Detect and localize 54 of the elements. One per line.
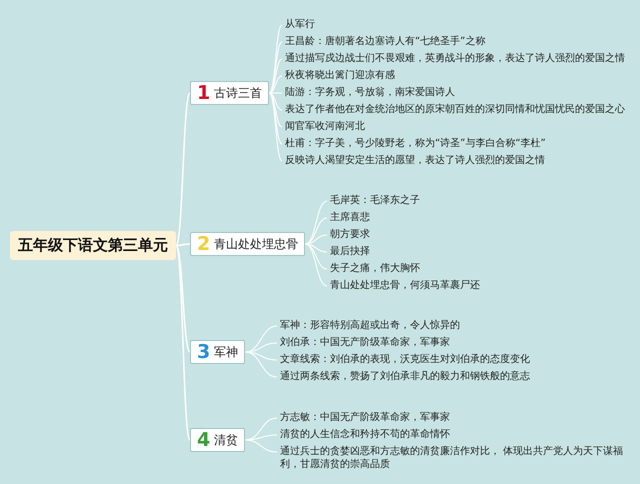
topic-number: 2	[197, 234, 210, 254]
connector-curve	[268, 92, 282, 94]
subtopic-text: 主席喜悲	[330, 211, 370, 224]
connector-curve	[268, 42, 282, 94]
topic-number: 3	[197, 342, 210, 362]
connector-curve	[268, 92, 282, 162]
topic-number: 1	[197, 83, 210, 103]
topic-number: 4	[197, 430, 210, 450]
connector-curve	[244, 352, 278, 378]
connector-curve	[304, 200, 328, 244]
connector-curve	[268, 92, 282, 144]
topic-box	[190, 81, 270, 105]
subtopic-text: 反映诗人渴望安定生活的愿望，表达了诗人强烈的爱国之情	[285, 154, 545, 167]
subtopic-text: 青山处处埋忠骨，何须马革裹尸还	[330, 279, 480, 292]
subtopic-text: 杜甫：字子美，号少陵野老，称为“诗圣”与李白合称“李杜”	[285, 137, 546, 150]
connector-curve	[244, 440, 278, 452]
topic-label: 古诗三首	[214, 84, 262, 102]
subtopic-text: 陆游：字务观，号放翁，南宋爱国诗人	[285, 86, 455, 99]
connector-curve	[244, 326, 278, 352]
subtopic-text: 从军行	[285, 18, 315, 31]
topic-label: 清贫	[214, 432, 238, 448]
subtopic-text: 闻官军收河南河北	[285, 120, 365, 133]
subtopic-text: 表达了作者他在对金统治地区的原宋朝百姓的深切同情和忧国忧民的爱国之心	[285, 103, 625, 116]
subtopic-text: 清贫的人生信念和矜持不苟的革命情怀	[280, 428, 450, 441]
subtopic-text: 通过两条线索，赞扬了刘伯承非凡的毅力和钢铁般的意志	[280, 370, 530, 383]
subtopic-text: 秋夜将晓出篱门迎凉有感	[285, 69, 395, 82]
topic-label: 军神	[214, 344, 238, 360]
topic-box	[190, 428, 246, 452]
branch-line	[176, 243, 190, 246]
subtopic-text: 军神：形容特别高超或出奇，令人惊异的	[280, 319, 460, 332]
connector-curve	[304, 244, 328, 286]
branch-line	[175, 245, 191, 440]
connector-curve	[304, 244, 328, 270]
subtopic-text: 刘伯承：中国无产阶级革命家，军事家	[280, 336, 450, 349]
connector-curve	[268, 58, 282, 94]
central-topic: 五年级下语文第三单元	[10, 231, 176, 260]
branch-line	[175, 245, 191, 352]
connector-curve	[268, 92, 282, 128]
subtopic-text: 朝方要求	[330, 228, 370, 241]
subtopic-text: 王昌龄：唐朝著名边塞诗人有“七绝圣手”之称	[285, 35, 486, 48]
subtopic-text: 通过兵士的贪婪凶恶和方志敏的清贫廉洁作对比， 体现出共产党人为天下谋福利，甘愿清贫的崇高品质	[280, 445, 625, 471]
topic-label: 青山处处埋忠骨	[214, 236, 298, 252]
connector-curve	[268, 76, 282, 94]
topic-box	[190, 232, 306, 256]
connector-curve	[268, 92, 282, 110]
subtopic-text: 最后抉择	[330, 245, 370, 258]
branch-line	[175, 92, 191, 246]
subtopic-text: 通过描写戍边战士们不畏艰难，英勇战斗的形象，表达了诗人强烈的爱国之情	[285, 52, 625, 65]
connector-curve	[268, 24, 282, 94]
subtopic-text: 毛岸英：毛泽东之子	[330, 194, 420, 207]
topic-box	[190, 340, 246, 364]
subtopic-text: 文章线索：刘伯承的表现，沃克医生对刘伯承的态度变化	[280, 353, 530, 366]
subtopic-text: 方志敏：中国无产阶级革命家，军事家	[280, 411, 450, 424]
subtopic-text: 失子之痛，伟大胸怀	[330, 262, 420, 275]
